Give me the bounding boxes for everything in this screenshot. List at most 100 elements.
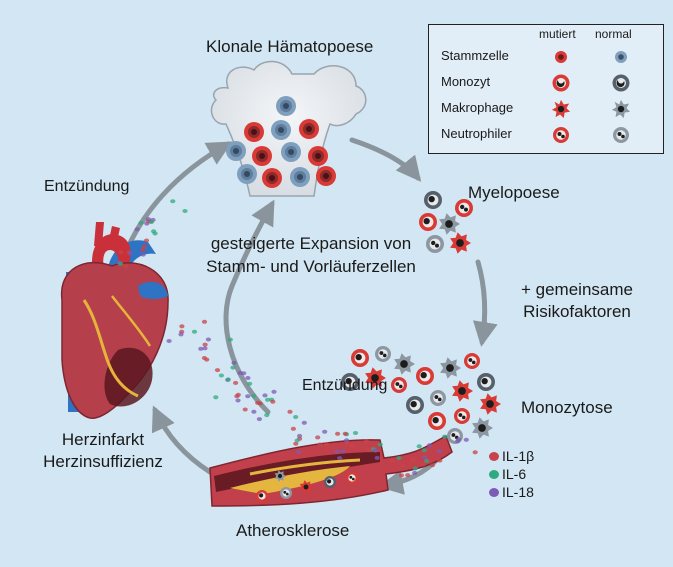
cytokine-dot [270,399,276,404]
macrophage [450,232,471,254]
cytokine-dot [437,458,443,463]
label-risiko-line1: + gemeinsame [521,280,633,299]
cytokine-dot [442,434,448,439]
cytokine-dot [166,339,172,343]
monocyte [324,476,336,488]
legend-header-normal: normal [595,27,632,41]
il1b-dot-icon [489,452,499,461]
cytokine-dot [421,448,427,453]
artery [209,434,453,507]
neutrophil [454,408,470,424]
heart-aorta-branch-1 [94,222,104,246]
cytokine-dot [396,456,402,460]
cytokine-dot [179,324,185,329]
cytokine-dot [134,227,140,232]
cytokine-dot [230,365,236,370]
cytokine-dot [372,448,378,453]
cytokine-dot [324,442,330,447]
neutrophil [455,199,473,217]
label-expansion-line1: gesteigerte Expansion von [210,234,412,253]
cytokine-dot [322,429,328,434]
neutrophil [391,377,407,393]
artery-cell-cluster [256,470,358,502]
cytokine-dot [410,458,416,463]
cytokine-dot [262,393,268,398]
monocyte [424,191,442,209]
label-entzuendung-top: Entzündung [44,178,130,195]
cytokine-dot [148,219,154,224]
cytokine-dot [429,463,435,468]
cytokine-dot [170,199,176,204]
cytokine-dot [287,409,293,414]
cytokine-dot [317,442,323,447]
il6-dot-icon [489,470,499,479]
cytokine-dot [352,431,359,435]
cytokine-dot [472,450,478,455]
cytokine-dot [400,464,406,469]
label-monozytose: Monozytose [521,398,613,417]
cytokine-dot [342,431,348,436]
monocyte [256,490,268,502]
cytokine-label: IL-6 [502,466,527,482]
cytokine-dot [366,447,372,452]
arrow-myelopoese-to-monozytose [472,259,498,347]
stem-cell [281,142,301,162]
cytokine-dot [233,380,239,385]
macrophage-normal-icon [611,99,631,119]
cytokine-dot [178,332,184,337]
cytokine-dot [202,346,208,351]
legend-row-label: Makrophage [441,100,514,115]
cytokine-dot [455,439,461,444]
legend-row-label: Stammzelle [441,48,509,63]
cytokine-dot [301,420,307,425]
cytokine-dot [424,459,430,463]
heart-coronary-artery [82,299,139,398]
cytokine-dot [265,397,271,402]
cytokine-dot [257,401,263,406]
neutrophil [346,472,358,484]
cytokine-dot [237,370,243,375]
monocyte [419,213,437,231]
monocyte [428,412,446,430]
cytokine-dot [140,252,146,257]
label-herz-line1: Herzinfarkt [61,430,145,449]
cytokine-dot [234,394,240,399]
cytokine-dot [293,415,299,419]
arrow-athero-to-heart [151,405,213,475]
neutrophil-normal-icon [613,127,629,143]
cytokine-dot [389,458,395,463]
label-entzuendung-mid: Entzündung [302,377,388,394]
stem-cell-mutated-icon [555,51,567,63]
cytokine-label: IL-1β [502,448,535,464]
monocyte [406,396,424,414]
cytokine-dot [140,248,146,252]
cytokine-dot [138,221,144,225]
macrophage [472,417,493,439]
heart-left-atrium [138,281,168,299]
cytokine-dot [436,449,442,454]
stem-cell [276,96,296,116]
cytokine-dot [251,409,257,414]
cytokine-dot [245,376,251,380]
stem-cell [237,164,257,184]
monocyte [341,373,359,391]
stem-cell [252,146,272,166]
cytokine-dot [271,389,277,394]
legend-header-mutated: mutiert [539,27,576,41]
legend-row-stem-cell: Stammzelle [429,45,663,69]
legend-row-label: Monozyt [441,74,491,89]
cytokine-dot [363,439,369,444]
myelopoese-cell-cluster [419,191,473,254]
cytokine-dot [118,250,124,255]
stem-cell [262,168,282,188]
neutrophil [426,235,444,253]
macrophage [365,367,386,389]
monocyte-normal-icon [612,74,630,92]
cytokine-dot [295,449,302,454]
monocyte-mutated-icon [552,74,570,92]
cytokine-dot [213,395,219,400]
cytokine-dot [182,209,188,213]
heart [60,222,169,419]
